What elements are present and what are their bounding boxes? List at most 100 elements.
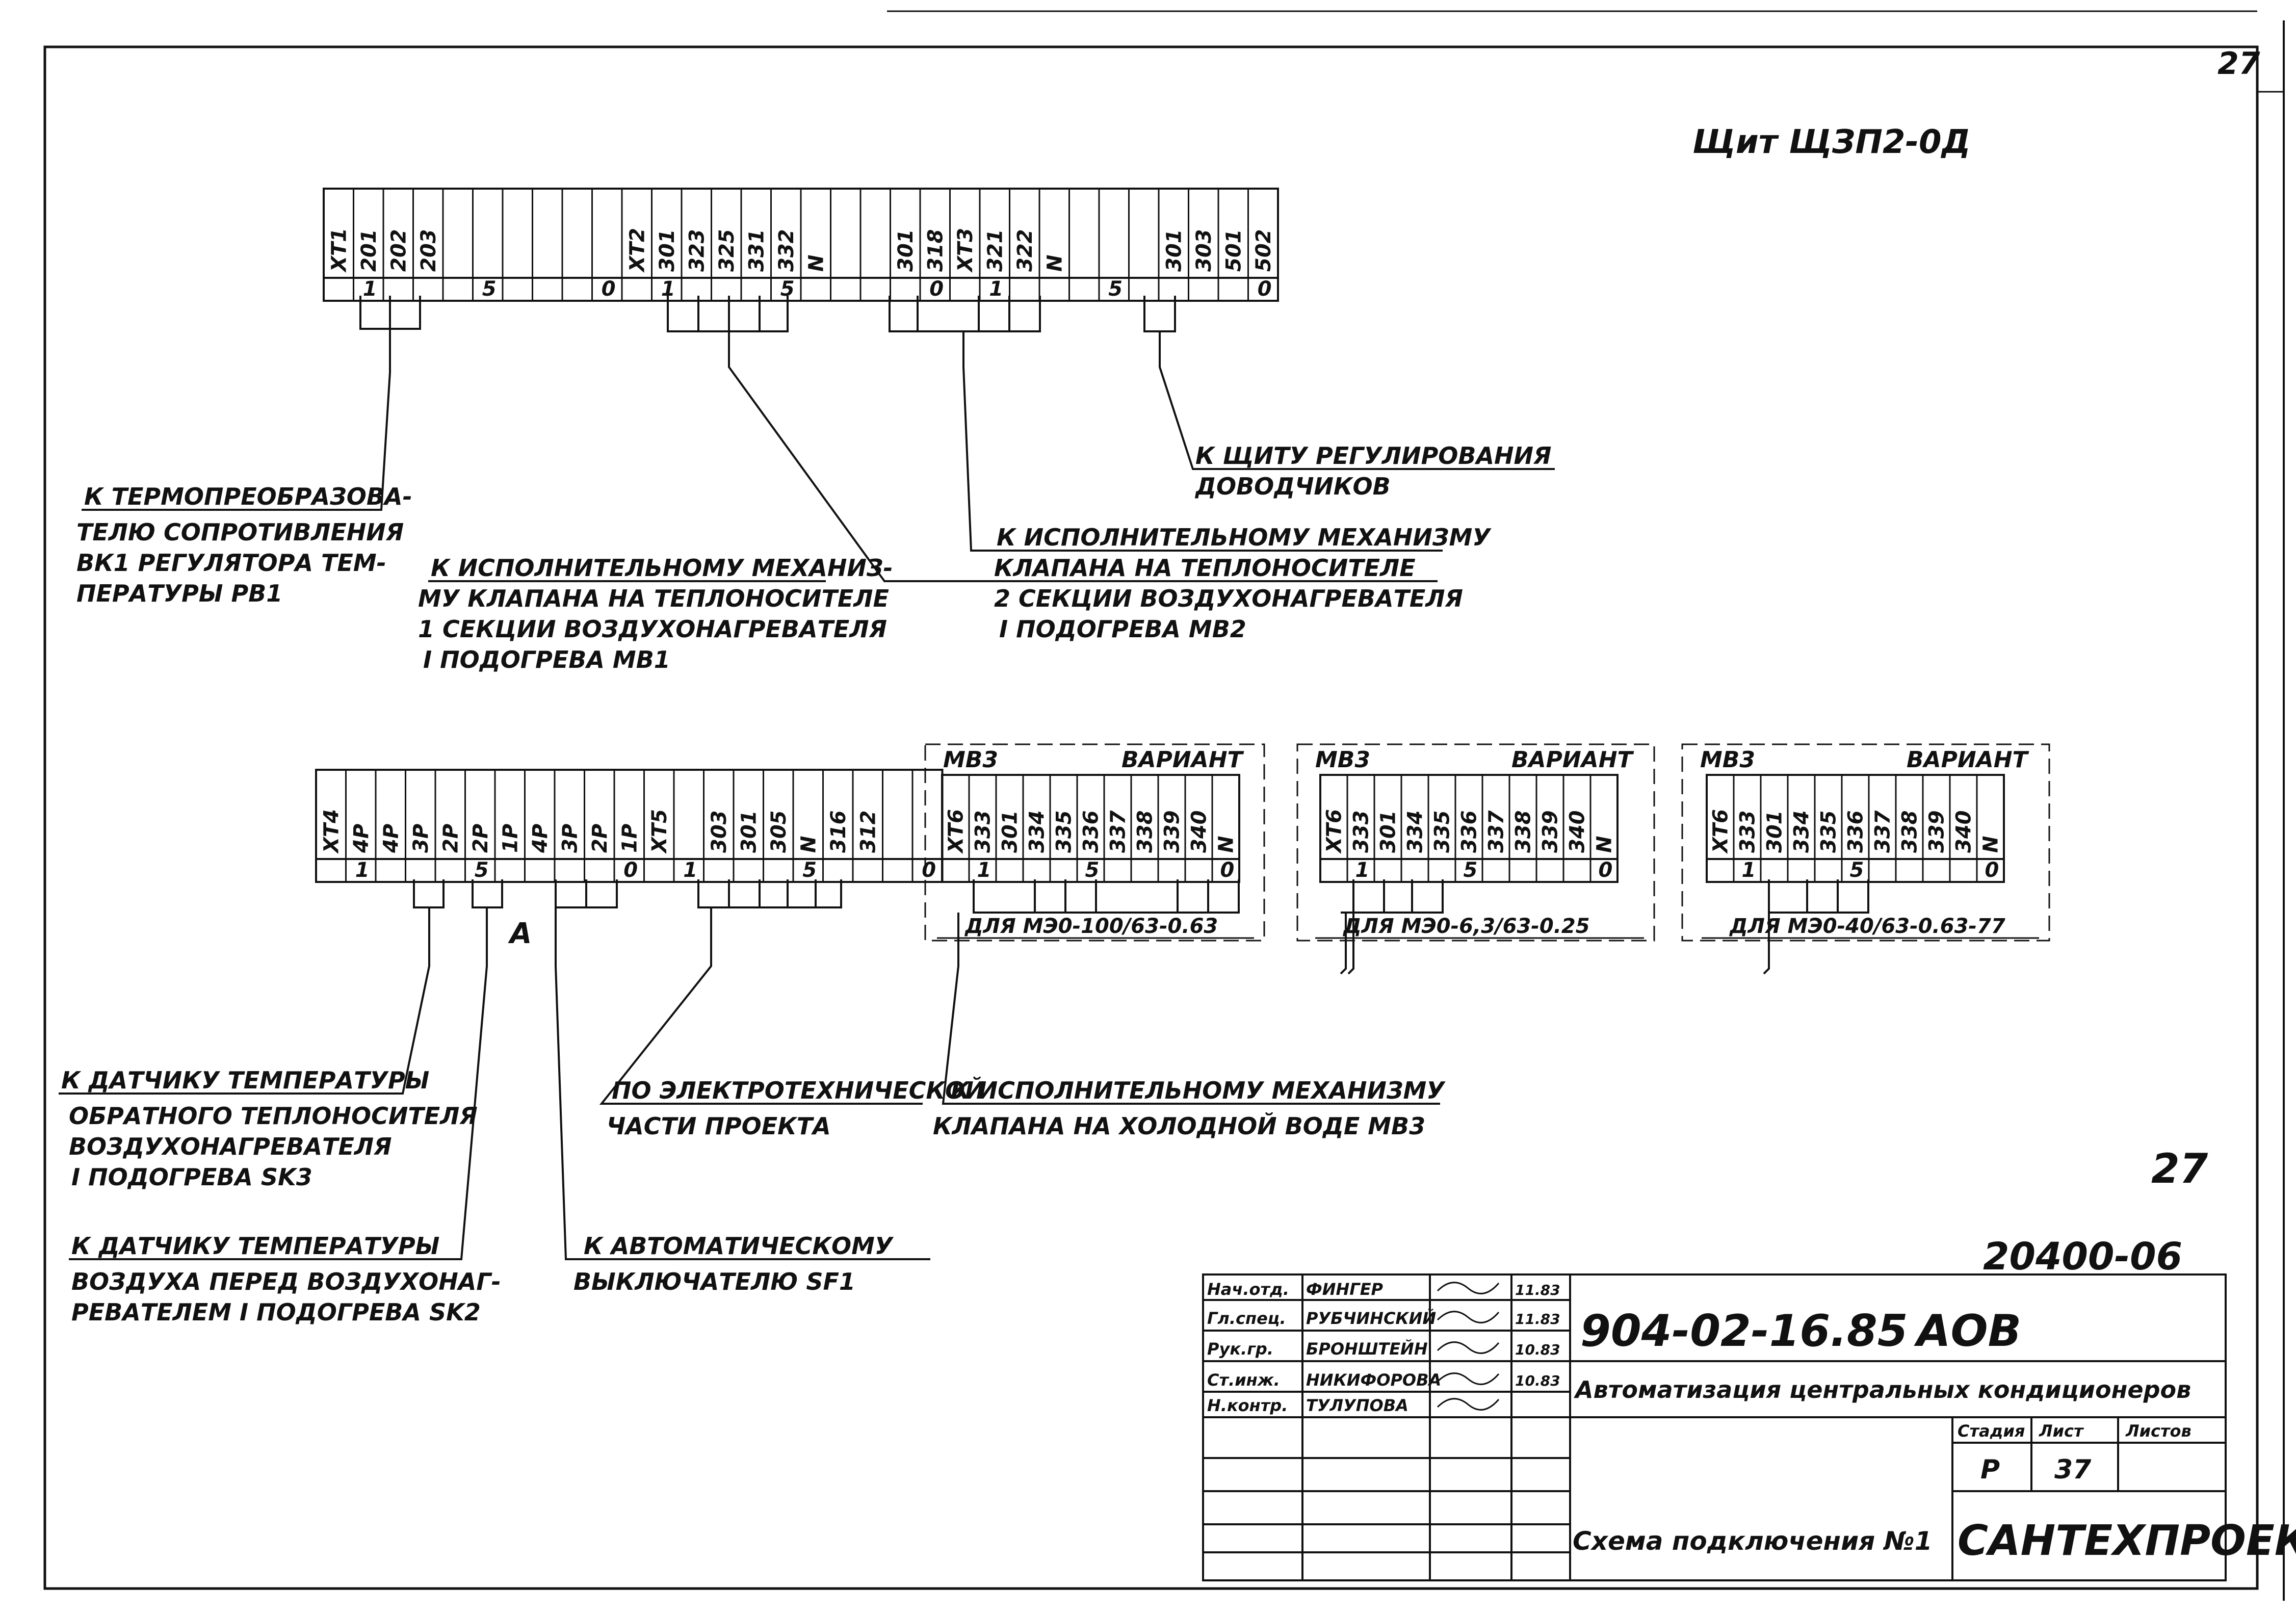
variant-title: МВ3 (943, 747, 998, 773)
variant-strip-cell-label: 301 (1763, 811, 1787, 853)
bottom-strip-cell-label: XT4 (320, 809, 343, 854)
tb-role: Н.контр. (1207, 1396, 1288, 1415)
variant-strip-cell-label: 334 (1790, 811, 1814, 853)
variant-strip-cell-number: 0 (1220, 858, 1235, 882)
variant-word: ВАРИАНТ (1907, 747, 2029, 773)
callout-2-line-4: I ПОДОГРЕВА МВ1 (423, 646, 670, 673)
top-strip-cell-label: N (1043, 255, 1066, 272)
variant-strip-cell-label: 337 (1871, 810, 1895, 853)
project-title: Автоматизация центральных кондиционеров (1574, 1376, 2191, 1403)
stage-header: Стадия (1958, 1421, 2025, 1441)
callout-3-line-2: КЛАПАНА НА ТЕПЛОНОСИТЕЛЕ (994, 554, 1416, 582)
variant-strip-cell-label: XT6 (1709, 809, 1733, 854)
variant-strip-cell-label: 335 (1431, 811, 1454, 853)
variant-word: ВАРИАНТ (1511, 747, 1634, 773)
variant-strip-cell-label: 333 (1736, 811, 1760, 853)
panel-title: Щит ЩЗП2-0Д (1692, 123, 1971, 161)
bottom-strip-cell-label: 3P (558, 824, 582, 853)
variant-dashed-box (924, 743, 1265, 942)
variant-strip-cell-label: N (1979, 836, 2003, 853)
tb-name: НИКИФОРОВА (1306, 1370, 1441, 1390)
variant-strip-cell-label: 340 (1952, 811, 1976, 853)
variant-strip-outline (1319, 774, 1619, 883)
document-number: 20400-06 (1983, 1235, 2182, 1279)
tb-name: ФИНГЕР (1306, 1280, 1384, 1299)
variant-strip-cell-label: 340 (1566, 811, 1589, 853)
top-strip-cell-label: 202 (387, 229, 410, 272)
bottom-strip-cell-label: XT5 (648, 809, 671, 854)
callout-6-line-1: ПО ЭЛЕКТРОТЕХНИЧЕСКОЙ (612, 1077, 985, 1104)
variant-dashed-box (1681, 743, 2050, 942)
variant-strip-cell-label: 301 (1377, 811, 1400, 853)
variant-strip-cell-label: 337 (1485, 810, 1508, 853)
top-strip-cell-number: 0 (929, 277, 944, 301)
variant-strip-outline (941, 774, 1240, 883)
tb-name: РУБЧИНСКИЙ (1306, 1309, 1436, 1328)
tb-role: Нач.отд. (1207, 1280, 1289, 1299)
callout-2-line-2: МУ КЛАПАНА НА ТЕПЛОНОСИТЕЛЕ (418, 585, 889, 612)
bottom-strip-cell-number: 5 (475, 858, 489, 882)
variant-strip-cell-label: 333 (1350, 811, 1373, 853)
callout-5-line-1: К ДАТЧИКУ ТЕМПЕРАТУРЫ (61, 1066, 429, 1094)
organization-name: САНТЕХПРОЕКТ (1958, 1517, 2296, 1565)
top-strip-cell-label: 201 (357, 229, 381, 272)
bottom-strip-cell-label: 1P (499, 824, 522, 853)
tb-date: 11.83 (1515, 1282, 1560, 1298)
callout-5-line-2: ОБРАТНОГО ТЕПЛОНОСИТЕЛЯ (69, 1102, 478, 1130)
bottom-strip-cell-number: 0 (922, 858, 936, 882)
signature-scribble (1437, 1372, 1500, 1385)
callout-1-line-3: ВК1 РЕГУЛЯТОРА ТЕМ- (76, 549, 386, 577)
sheet-frame (43, 45, 2259, 1590)
variant-strip-cell-label: 339 (1925, 811, 1949, 853)
callout-5-line-4: I ПОДОГРЕВА SK3 (71, 1163, 312, 1191)
callout-2-line-1: К ИСПОЛНИТЕЛЬНОМУ МЕХАНИЗ- (431, 554, 893, 582)
top-strip-cell-label: 301 (656, 229, 679, 272)
tb-role: Ст.инж. (1207, 1370, 1280, 1390)
variant-strip-cell-number: 5 (1850, 858, 1864, 882)
variant-strip-cell-number: 1 (977, 858, 992, 882)
top-strip-cell-number: 5 (1108, 277, 1123, 301)
variant-note: ДЛЯ МЭ0-100/63-0.63 (964, 915, 1218, 938)
variant-strip-cell-label: 333 (972, 811, 995, 853)
top-strip-cell-label: 321 (983, 229, 1007, 272)
variant-wiring (1340, 879, 1869, 975)
variant-title: МВ3 (1315, 747, 1370, 773)
variant-strip-cell-label: 334 (1026, 811, 1049, 853)
sheets-header: Листов (2125, 1421, 2191, 1441)
variant-note: ДЛЯ МЭ0-6,3/63-0.25 (1342, 915, 1590, 938)
project-code: 904-02-16.85 (1580, 1306, 1908, 1357)
variant-strip-cell-number: 0 (1599, 858, 1613, 882)
top-strip-cell-label: 332 (775, 229, 798, 272)
sheet-header: Лист (2039, 1421, 2084, 1441)
bottom-strip-cell-label: 303 (708, 811, 731, 853)
variant-strip-cell-label: 301 (999, 811, 1022, 853)
callout-5-line-3: ВОЗДУХОНАГРЕВАТЕЛЯ (69, 1133, 392, 1160)
callout-8-line-2: ВОЗДУХА ПЕРЕД ВОЗДУХОНАГ- (71, 1268, 501, 1295)
top-strip-cell-label: 318 (924, 229, 947, 272)
tb-date: 11.83 (1515, 1311, 1560, 1328)
variant-strip-cell-label: 335 (1817, 811, 1841, 853)
callout-3-line-3: 2 СЕКЦИИ ВОЗДУХОНАГРЕВАТЕЛЯ (994, 585, 1463, 612)
signature-scribble (1437, 1398, 1500, 1411)
variant-strip-cell-label: N (1215, 836, 1238, 853)
top-callout-leaders (82, 468, 1555, 582)
top-strip-cell-label: 203 (417, 229, 440, 272)
top-strip-cell-label: XT3 (954, 228, 977, 273)
variant-strip-cell-label: XT6 (1323, 809, 1346, 854)
variant-word: ВАРИАНТ (1121, 747, 1244, 773)
variant-strip-cell-number: 1 (1742, 858, 1756, 882)
project-mark: АОВ (1914, 1306, 2021, 1357)
bottom-strip-cell-label: 2P (439, 824, 462, 853)
bottom-strip-cell-label: 3P (409, 824, 433, 853)
top-strip-cell-number: 0 (602, 277, 616, 301)
callout-4-line-2: ДОВОДЧИКОВ (1194, 473, 1391, 500)
tb-date: 10.83 (1515, 1372, 1560, 1389)
variant-strip-cell-label: XT6 (945, 809, 968, 854)
